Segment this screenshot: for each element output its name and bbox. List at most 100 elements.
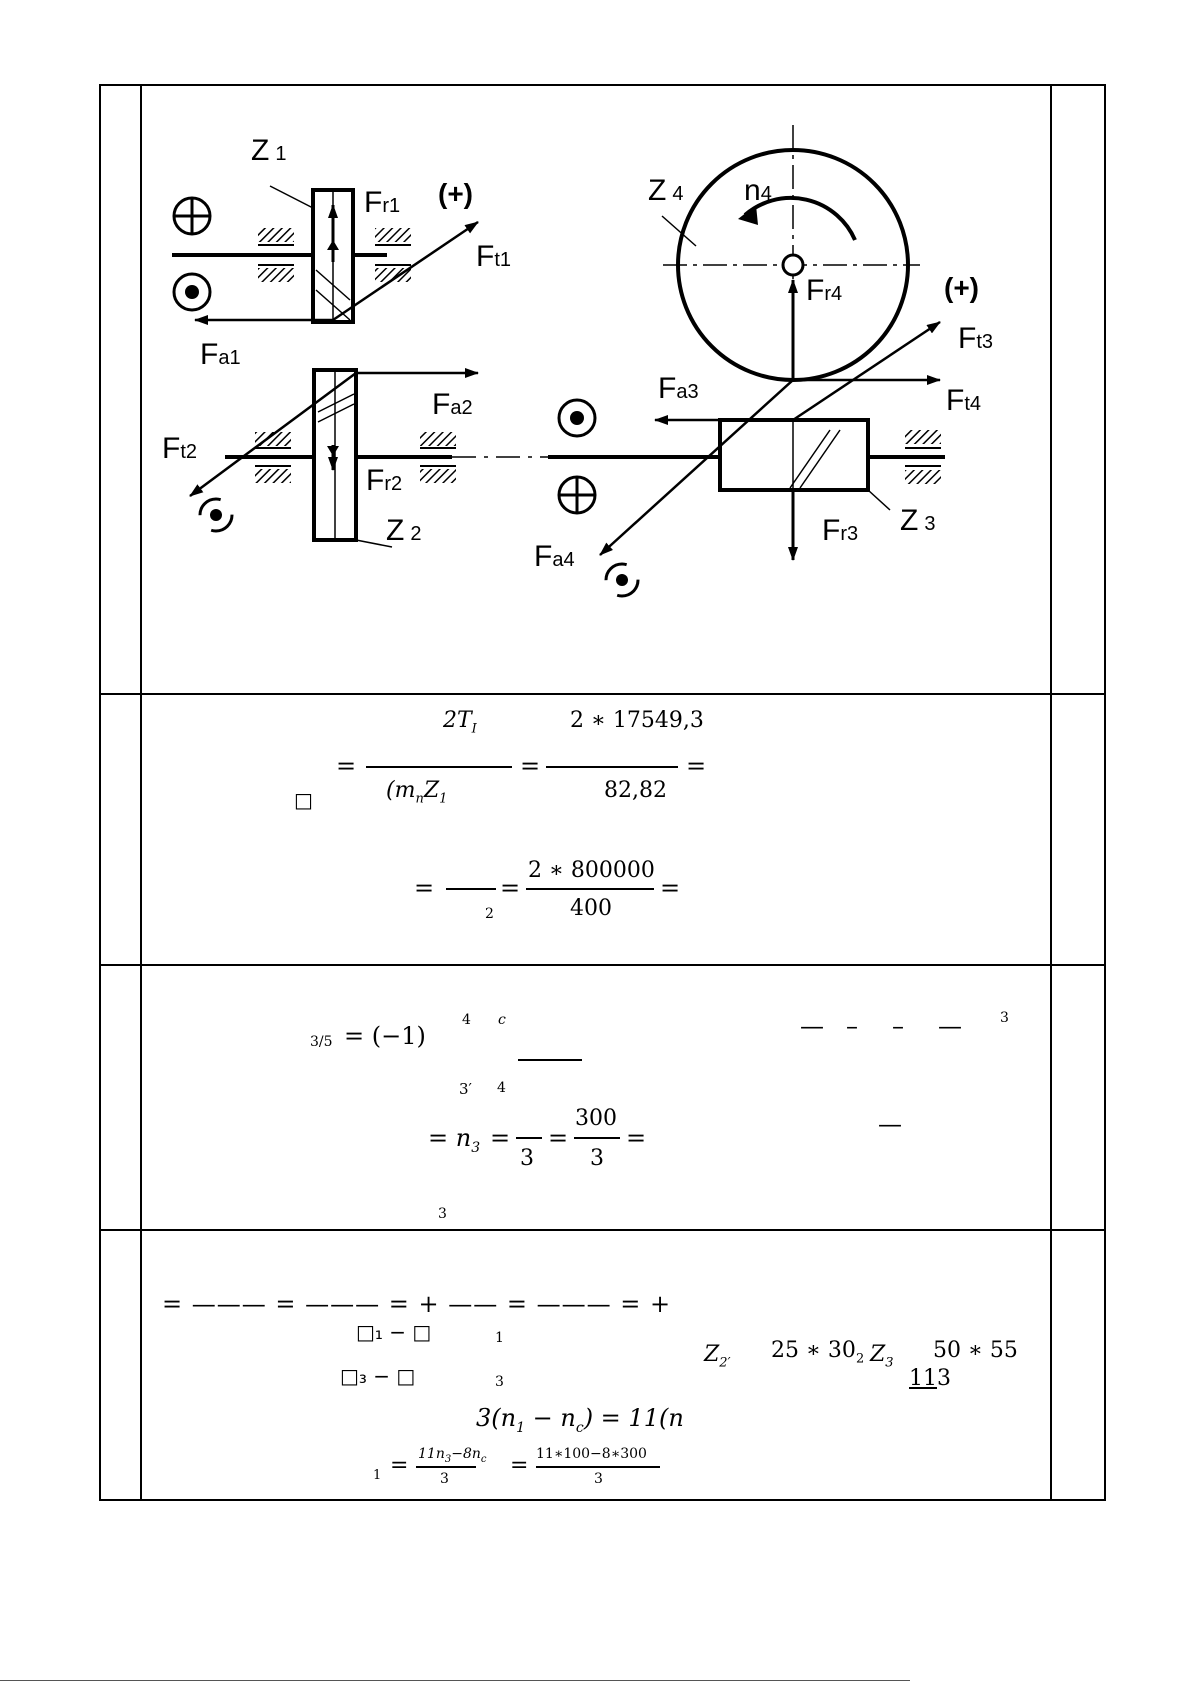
s4-last-eq2: = bbox=[510, 1453, 529, 1478]
s4-z3: Z3 bbox=[870, 1342, 894, 1371]
s3-dash-d: — bbox=[938, 1012, 962, 1040]
label-plus-right: (+) bbox=[944, 272, 979, 303]
s4-last-sub1: 1 bbox=[373, 1468, 382, 1483]
s3-eq-main: = (−1) bbox=[344, 1022, 426, 1050]
s4-last-fracbar-2 bbox=[536, 1466, 660, 1468]
s2-eq2-eq3: = bbox=[660, 874, 681, 902]
gear-z1 bbox=[311, 188, 355, 324]
label-fr3: Fr3 bbox=[822, 514, 859, 547]
z2-leader bbox=[355, 539, 393, 548]
s4-last-num2: 11∗100−8∗300 bbox=[536, 1446, 647, 1462]
s3-line2-num: 300 bbox=[575, 1106, 617, 1131]
z4-leader bbox=[661, 215, 697, 247]
s4-missing-b: □₃ − □ bbox=[340, 1364, 416, 1388]
s4-eleven: 113 bbox=[909, 1366, 951, 1391]
s3-line2-den3: 3 bbox=[520, 1146, 534, 1171]
ft1-arrow bbox=[332, 220, 479, 322]
s3-sup-3-right: 3 bbox=[1000, 1010, 1009, 1026]
s4-last-eq1: = bbox=[390, 1453, 409, 1478]
s3-line2-eq2: = bbox=[490, 1124, 511, 1152]
s2-eq1-eq3: = bbox=[686, 752, 707, 780]
s3-line2-dash: — bbox=[878, 1110, 902, 1138]
s3-line2-eq3: = bbox=[548, 1124, 569, 1152]
s3-sub-35: 3/5 bbox=[310, 1034, 333, 1050]
table-border-left bbox=[99, 84, 101, 1501]
circle-dot-parenthesis-icon bbox=[198, 497, 234, 533]
s4-sub-3: 3 bbox=[495, 1374, 504, 1390]
s3-line2-den: 3 bbox=[590, 1146, 604, 1171]
s3-fracbar-small bbox=[518, 1059, 582, 1061]
s3-bottom-sub3: 3 bbox=[438, 1206, 447, 1222]
label-n4: n4 bbox=[744, 174, 772, 207]
s4-last-num1: 11n3−8nc bbox=[418, 1446, 487, 1465]
label-fa1: Fa1 bbox=[200, 338, 241, 371]
s3-dash-c: – bbox=[892, 1012, 904, 1040]
fa4-arrow bbox=[599, 379, 794, 556]
s3-line2-fracbar-1 bbox=[516, 1137, 542, 1139]
ft2-arrow bbox=[189, 371, 357, 498]
s2-eq1-num-left: 2TI bbox=[443, 708, 477, 737]
s3-sup-4: 4 bbox=[462, 1012, 471, 1028]
page-footer-rule bbox=[0, 1680, 910, 1681]
s3-dash-a: — bbox=[800, 1012, 824, 1040]
table-border-right bbox=[1104, 84, 1106, 1501]
shaft-3 bbox=[548, 430, 945, 484]
s2-eq1-den-left: (mnZ1 bbox=[386, 778, 448, 807]
circle-dot-parenthesis-icon-right bbox=[604, 562, 640, 598]
gear-z2 bbox=[312, 368, 358, 542]
label-ft4: Ft4 bbox=[946, 384, 982, 417]
s2-eq1-eq1: = bbox=[336, 752, 357, 780]
row-divider-2 bbox=[99, 964, 1106, 966]
s3-sup-c: c bbox=[498, 1012, 506, 1028]
s2-eq2-num: 2 ∗ 800000 bbox=[528, 858, 655, 883]
s4-mul2: 50 ∗ 55 bbox=[933, 1338, 1018, 1363]
column-divider-left bbox=[140, 84, 142, 1501]
circle-dot-icon-right bbox=[557, 398, 597, 438]
s4-mul1: 25 ∗ 302 bbox=[771, 1338, 865, 1367]
row-divider-3 bbox=[99, 1229, 1106, 1231]
s4-sub-1: 1 bbox=[495, 1330, 504, 1346]
s4-last-den1: 3 bbox=[440, 1471, 449, 1487]
gear-force-diagram bbox=[172, 125, 945, 598]
circle-dot-icon bbox=[172, 272, 212, 312]
s4-missing-a: □₁ − □ bbox=[356, 1320, 432, 1344]
s2-eq2-fracbar-1 bbox=[446, 888, 496, 890]
label-ft1: Ft1 bbox=[476, 240, 512, 273]
s2-eq2-sub: 2 bbox=[485, 906, 494, 922]
row-divider-1 bbox=[99, 693, 1106, 695]
s4-last-den2: 3 bbox=[594, 1471, 603, 1487]
circle-plus-icon bbox=[172, 196, 212, 236]
s2-eq2-eq1: = bbox=[414, 874, 435, 902]
z1-leader bbox=[269, 185, 314, 209]
label-fr4: Fr4 bbox=[806, 274, 843, 307]
s4-z2p: Z2′ bbox=[704, 1342, 731, 1371]
label-fa3: Fa3 bbox=[658, 372, 699, 405]
s2-eq2-eq2: = bbox=[500, 874, 521, 902]
s3-sub-4: 4 bbox=[497, 1080, 506, 1096]
s2-eq1-fracbar-2 bbox=[546, 766, 678, 768]
label-fa2: Fa2 bbox=[432, 388, 473, 421]
s3-dash-b: – bbox=[846, 1012, 858, 1040]
label-ft2: Ft2 bbox=[162, 432, 198, 465]
label-ft3: Ft3 bbox=[958, 322, 994, 355]
s2-eq1-fracbar-1 bbox=[366, 766, 512, 768]
s4-eq-3n: 3(n1 − nc) = 11(n bbox=[476, 1404, 684, 1436]
label-fr1: Fr1 bbox=[364, 186, 401, 219]
ft3-arrow bbox=[792, 320, 941, 422]
s4-last-fracbar-1 bbox=[416, 1466, 476, 1468]
label-fa4: Fa4 bbox=[534, 540, 575, 573]
s2-eq2-fracbar-2 bbox=[526, 888, 654, 890]
label-fr2: Fr2 bbox=[366, 464, 403, 497]
s3-line2-eq: = n3 bbox=[428, 1124, 481, 1156]
s3-line2-fracbar-2 bbox=[574, 1137, 620, 1139]
s4-row1: = ——— = ——— = + —— = ——— = + bbox=[162, 1290, 672, 1318]
s2-eq2-den: 400 bbox=[570, 896, 612, 921]
s2-eq1-num-right: 2 ∗ 17549,3 bbox=[570, 708, 704, 733]
worm-z3 bbox=[718, 418, 870, 492]
z3-leader bbox=[867, 489, 891, 511]
column-divider-right bbox=[1050, 84, 1052, 1501]
s2-eq1-eq2: = bbox=[520, 752, 541, 780]
